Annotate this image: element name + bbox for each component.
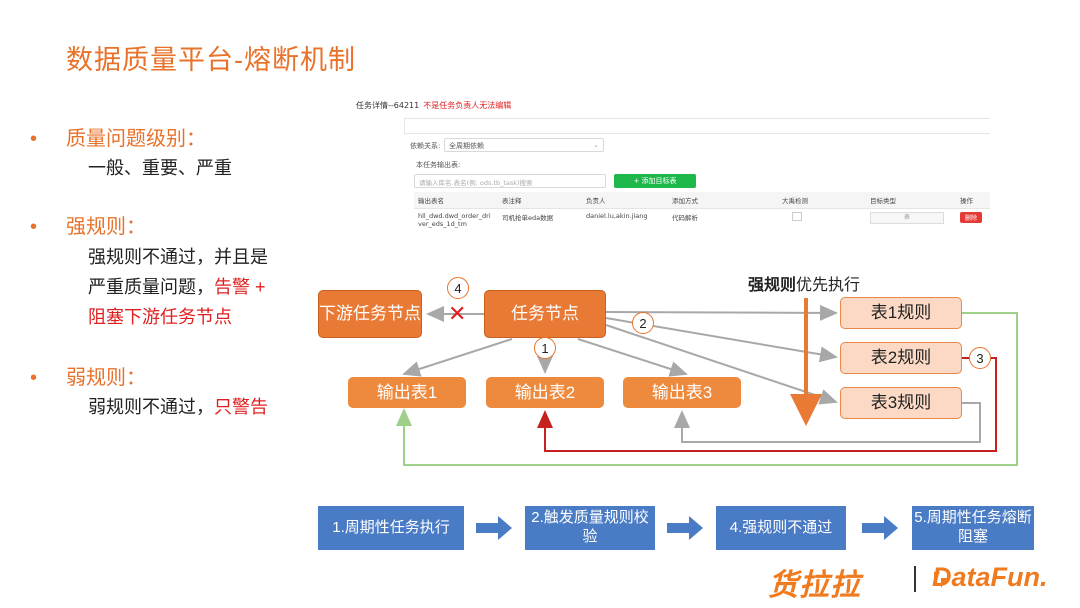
strong-line2-alert: 告警 + (214, 277, 266, 297)
dependency-value: 全周期依赖 (449, 142, 484, 150)
process-step-2: 2.触发质量规则校验 (525, 506, 655, 550)
col-header: 表注释 (498, 192, 582, 209)
process-step-1: 1.周期性任务执行 (318, 506, 464, 550)
chevron-down-icon: ⌄ (593, 141, 599, 149)
downstream-task-node: 下游任务节点 (318, 290, 422, 338)
bullet-strong: •强规则： (30, 216, 146, 238)
col-header: 大禹检测 (778, 192, 866, 209)
weak-line-alert: 只警告 (214, 397, 268, 417)
delete-button[interactable]: 删除 (960, 212, 983, 223)
cell-method: 代码解析 (672, 214, 698, 222)
rule-2: 表2规则 (840, 342, 962, 374)
bullet-levels: •质量问题级别： (30, 128, 206, 150)
strong-line3: 阻塞下游任务节点 (88, 307, 232, 327)
cell-action: 删除 (956, 209, 990, 232)
table-row: hll_dwd.dwd_order_driver_eds_1d_tm 司机抢单e… (414, 209, 990, 232)
task-node: 任务节点 (484, 290, 606, 338)
step-circle-1: 1 (534, 337, 556, 359)
bullet-strong-heading: 强规则： (66, 216, 146, 238)
weak-line-text: 弱规则不通过， (88, 397, 214, 417)
step-circle-4: 4 (447, 277, 469, 299)
strong-line2: 严重质量问题，告警 + (88, 273, 266, 299)
output-table-label: 本任务输出表: (416, 161, 461, 169)
col-header: 输出表名 (414, 192, 498, 209)
dependency-label: 依赖关系: (410, 142, 441, 150)
col-header: 目标类型 (866, 192, 956, 209)
step-circle-2: 2 (632, 312, 654, 334)
tab-strip (404, 118, 990, 134)
dependency-select[interactable]: 全周期依赖 ⌄ (444, 138, 604, 152)
levels-line: 一般、重要、严重 (88, 158, 232, 178)
table-search-input[interactable]: 请输入库名.表名(例: ods.tb_task)搜索 (414, 174, 606, 188)
rule-3: 表3规则 (840, 387, 962, 419)
output-table-1: 输出表1 (348, 377, 466, 408)
strong-first-label: 强规则优先执行 (748, 271, 860, 295)
strong-line2-text: 严重质量问题， (88, 277, 214, 297)
cell-check (778, 209, 866, 232)
blocked-cross-icon: ✕ (448, 301, 467, 326)
cell-owner: daniel.lu,akin.jiang (586, 212, 648, 220)
output-table: 输出表名 表注释 负责人 添加方式 大禹检测 目标类型 操作 hll_dwd.d… (414, 192, 990, 231)
process-step-4: 5.周期性任务熔断阻塞 (912, 506, 1034, 550)
rule1-loop (396, 312, 1018, 466)
col-header: 添加方式 (668, 192, 778, 209)
datafun-logo-mark (934, 572, 947, 588)
output-table-2: 输出表2 (486, 377, 604, 408)
arrow-task-to-out3 (577, 338, 688, 377)
bullet-weak-heading: 弱规则： (66, 367, 146, 389)
datafun-logo: DataFun. (932, 562, 1048, 592)
task-warning-text: 不是任务负责人无法编辑 (423, 101, 512, 110)
strong-first-bold: 强规则 (748, 277, 797, 294)
cell-comment: 司机抢单eda数据 (502, 214, 554, 222)
cell-table-name: hll_dwd.dwd_order_driver_eds_1d_tm (418, 212, 491, 228)
table-header-row: 输出表名 表注释 负责人 添加方式 大禹检测 目标类型 操作 (414, 192, 990, 209)
rule-1: 表1规则 (840, 297, 962, 329)
arrow-task-to-rule3 (605, 324, 838, 405)
step-circle-3: 3 (969, 347, 991, 369)
process-arrow-2 (667, 516, 703, 540)
bullet-weak: •弱规则： (30, 367, 146, 389)
output-table-3: 输出表3 (623, 377, 741, 408)
process-step-3: 4.强规则不通过 (716, 506, 846, 550)
add-target-table-button[interactable]: + 添加目标表 (614, 174, 696, 188)
arrow-task-to-out1 (402, 338, 513, 377)
check-checkbox[interactable] (792, 212, 802, 221)
process-arrow-3 (862, 516, 898, 540)
strong-first-rest: 优先执行 (796, 277, 861, 294)
huolala-logo: 货拉拉 (768, 569, 861, 602)
strong-line1: 强规则不通过，并且是 (88, 247, 268, 267)
cell-target-type: 表 (866, 209, 956, 232)
logo-separator (914, 566, 916, 592)
col-header: 负责人 (582, 192, 668, 209)
col-header: 操作 (956, 192, 990, 209)
target-type-select[interactable]: 表 (870, 212, 944, 224)
page-title: 数据质量平台-熔断机制 (66, 45, 356, 75)
rule3-loop (674, 402, 981, 443)
process-arrow-1 (476, 516, 512, 540)
task-title-text: 任务详情--64211 (356, 101, 420, 110)
bullet-levels-heading: 质量问题级别： (66, 128, 206, 150)
weak-line: 弱规则不通过，只警告 (88, 393, 268, 419)
